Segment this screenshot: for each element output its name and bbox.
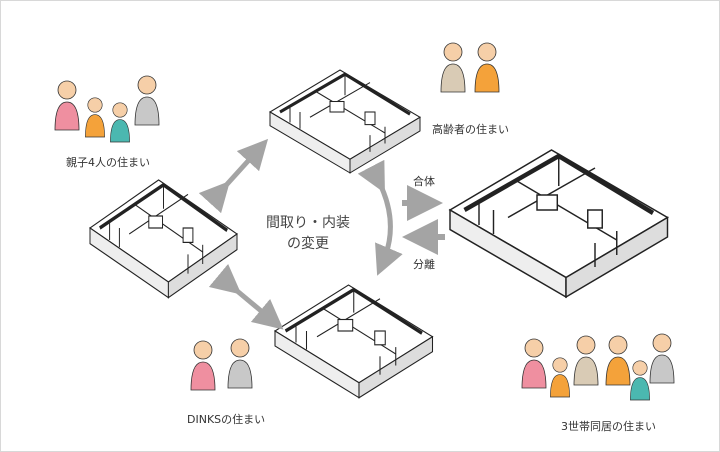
label-three-generation: 3世帯同居の住まい (561, 420, 656, 433)
dinks-couple-illustration (190, 338, 253, 391)
label-dinks: DINKSの住まい (187, 413, 266, 426)
floorplan-bottom (273, 283, 435, 400)
label-combine: 合体 (413, 175, 435, 188)
center-caption-line1: 間取り・内装 (266, 215, 350, 231)
family-of-four-illustration (54, 75, 160, 143)
label-separate: 分離 (413, 258, 435, 271)
label-family-of-four: 親子4人の住まい (66, 156, 150, 169)
floorplan-top (268, 68, 422, 175)
center-caption: 間取り・内装 の変更 (258, 213, 358, 255)
floorplan-left (88, 178, 239, 300)
three-generation-family-illustration (521, 333, 675, 401)
center-caption-line2: の変更 (287, 236, 329, 252)
elderly-couple-illustration (440, 42, 500, 93)
label-elderly: 高齢者の住まい (432, 123, 509, 136)
cycle-arrows (198, 138, 445, 330)
floorplan-combined (450, 150, 668, 297)
